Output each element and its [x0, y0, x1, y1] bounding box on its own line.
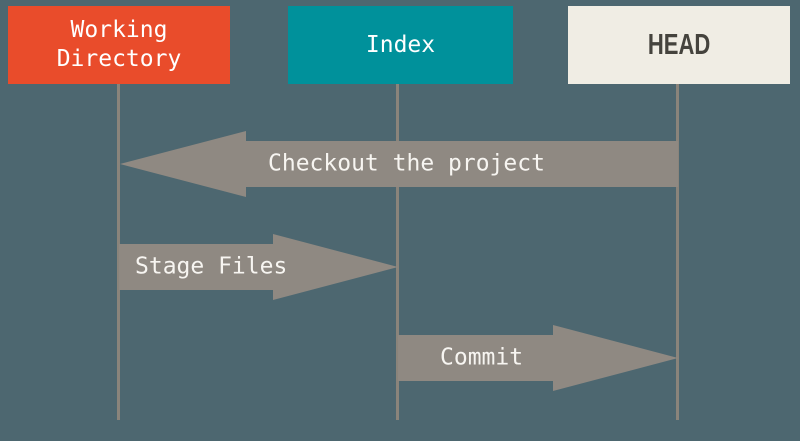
arrowhead-right-icon — [553, 325, 678, 391]
arrow-checkout-body — [245, 141, 678, 187]
lifeline-head — [676, 84, 679, 420]
arrow-stage-files: Stage Files — [119, 234, 398, 300]
box-index-label: Index — [365, 31, 436, 58]
arrowhead-left-icon — [120, 131, 246, 197]
box-index: Index — [288, 6, 513, 84]
arrow-stage-body — [119, 244, 274, 290]
arrowhead-right-icon — [273, 234, 398, 300]
box-head-label: HEAD — [647, 28, 711, 61]
arrow-commit: Commit — [398, 325, 678, 391]
arrow-commit-label: Commit — [440, 344, 524, 371]
arrow-checkout-label: Checkout the project — [268, 150, 545, 177]
box-working-directory-label: Working Directory — [56, 17, 182, 72]
box-head: HEAD — [568, 6, 790, 84]
arrow-checkout-the-project: Checkout the project — [120, 131, 678, 197]
lifeline-working-directory — [117, 84, 120, 420]
box-working-directory: Working Directory — [8, 6, 230, 84]
arrow-commit-body — [398, 335, 554, 381]
arrow-stage-label: Stage Files — [135, 253, 288, 280]
